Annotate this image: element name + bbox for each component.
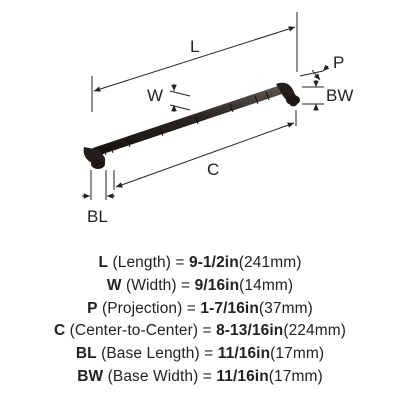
spec-name: (Projection) = <box>97 299 201 317</box>
spec-symbol: BW <box>77 367 104 385</box>
spec-metric: (17mm) <box>268 367 323 385</box>
spec-metric: (14mm) <box>239 276 294 294</box>
spec-base-width: BW (Base Width) = 11/16in(17mm) <box>0 366 400 389</box>
specifications-list: L (Length) = 9-1/2in(241mm) W (Width) = … <box>0 252 400 389</box>
label-w: W <box>147 86 163 105</box>
spec-metric: (17mm) <box>270 345 325 363</box>
spec-length: L (Length) = 9-1/2in(241mm) <box>0 252 400 275</box>
spec-value: 9-1/2in <box>188 254 239 271</box>
spec-symbol: C <box>53 322 66 340</box>
label-bl: BL <box>87 207 108 226</box>
spec-symbol: P <box>87 299 98 317</box>
dimension-bw <box>302 80 324 111</box>
dimension-c <box>113 110 297 190</box>
spec-metric: (224mm) <box>283 322 347 340</box>
spec-value: 1-7/16in <box>200 299 259 317</box>
dimension-w <box>169 84 191 112</box>
cabinet-pull-handle <box>83 82 300 169</box>
label-c: C <box>207 160 219 179</box>
spec-projection: P (Projection) = 1-7/16in(37mm) <box>0 298 400 321</box>
right-base <box>286 95 300 105</box>
spec-width: W (Width) = 9/16in(14mm) <box>0 275 400 298</box>
label-bw: BW <box>326 86 353 105</box>
spec-value: 8-13/16in <box>216 322 284 340</box>
spec-symbol: BL <box>75 345 97 363</box>
spec-value: 11/16in <box>216 367 269 385</box>
spec-metric: (37mm) <box>258 299 313 317</box>
spec-base-length: BL (Base Length) = 11/16in(17mm) <box>0 343 400 366</box>
spec-name: (Base Length) = <box>96 345 218 363</box>
spec-value: 9/16in <box>194 276 240 294</box>
spec-symbol: L <box>98 254 109 271</box>
dimension-l <box>91 12 298 112</box>
spec-value: 11/16in <box>217 345 271 363</box>
spec-name: (Base Width) = <box>103 367 217 385</box>
spec-name: (Width) = <box>121 276 195 294</box>
dimension-p <box>299 64 330 81</box>
label-l: L <box>190 37 199 56</box>
spec-metric: (241mm) <box>238 254 302 271</box>
handle-bar <box>90 84 288 157</box>
spec-name: (Length) = <box>108 254 189 271</box>
dimension-bl <box>82 170 115 200</box>
dimension-diagram: L W P BW C BL <box>82 12 353 226</box>
spec-name: (Center-to-Center) = <box>65 322 217 340</box>
spec-symbol: W <box>106 276 122 294</box>
left-base <box>91 159 105 169</box>
label-p: P <box>333 53 344 72</box>
spec-center-to-center: C (Center-to-Center) = 8-13/16in(224mm) <box>0 320 400 343</box>
